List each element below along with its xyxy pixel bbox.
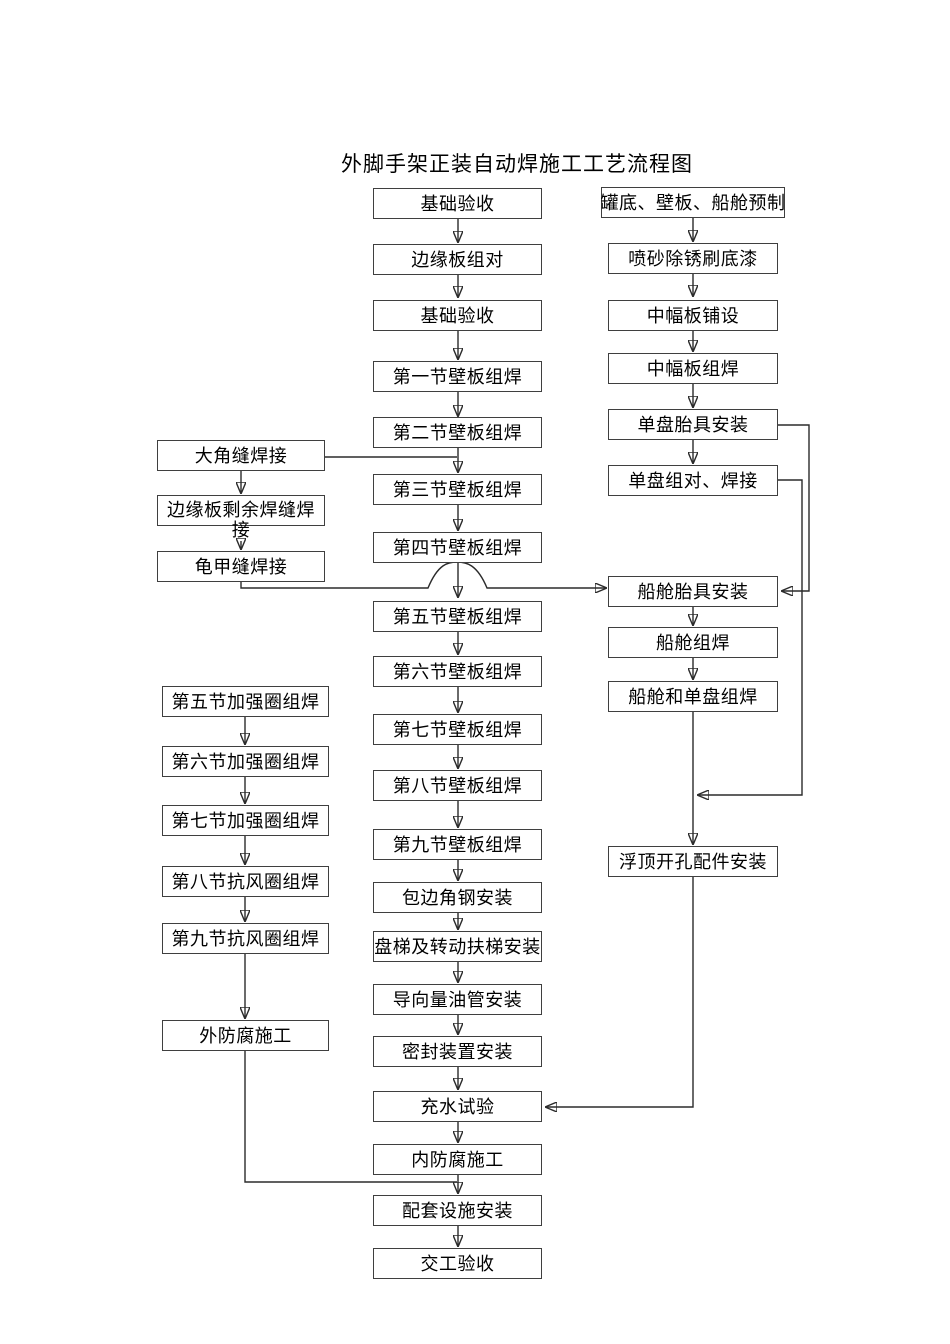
- flow-node-center-12: 第九节壁板组焊: [373, 829, 542, 860]
- connector-ext-anticorrosion-tee: [244, 1051, 457, 1183]
- flow-node-center-5: 第二节壁板组焊: [373, 417, 542, 448]
- flow-node-right-6: 单盘组对、焊接: [608, 465, 778, 496]
- diagram-title: 外脚手架正装自动焊施工工艺流程图: [341, 152, 693, 176]
- flow-node-left-bottom-2: 第六节加强圈组焊: [162, 746, 329, 777]
- flow-node-left-bottom-4: 第八节抗风圈组焊: [162, 866, 329, 897]
- flow-node-right-4: 中幅板组焊: [608, 353, 778, 384]
- connector: [546, 877, 694, 1107]
- flow-node-right-1: 罐底、壁板、船舱预制: [601, 187, 785, 218]
- flow-node-left-bottom-6: 外防腐施工: [162, 1020, 329, 1051]
- flow-node-center-8: 第五节壁板组焊: [373, 601, 542, 632]
- flow-node-left-top-3: 龟甲缝焊接: [157, 551, 325, 582]
- flow-node-center-2: 边缘板组对: [373, 244, 542, 275]
- flow-node-left-bottom-5: 第九节抗风圈组焊: [162, 923, 329, 954]
- flow-node-center-18: 内防腐施工: [373, 1144, 542, 1175]
- flow-node-left-top-2: 边缘板剩余焊缝焊接: [157, 495, 325, 540]
- flow-node-center-14: 盘梯及转动扶梯安装: [373, 931, 542, 962]
- flow-node-center-9: 第六节壁板组焊: [373, 656, 542, 687]
- flow-node-right-7: 船舱胎具安装: [608, 576, 778, 607]
- flow-node-center-13: 包边角钢安装: [373, 882, 542, 913]
- flow-node-center-7: 第四节壁板组焊: [373, 532, 542, 563]
- flow-node-center-17: 充水试验: [373, 1091, 542, 1122]
- flow-node-left-top-1: 大角缝焊接: [157, 440, 325, 471]
- flow-node-right-8: 船舱组焊: [608, 627, 778, 658]
- connector-pan-weld-to-floating-roof: [698, 479, 803, 795]
- right-column-arrows: [546, 218, 810, 1107]
- flow-node-right-10: 浮顶开孔配件安装: [608, 846, 778, 877]
- flow-node-center-4: 第一节壁板组焊: [373, 361, 542, 392]
- flow-node-center-6: 第三节壁板组焊: [373, 474, 542, 505]
- flow-node-center-19: 配套设施安装: [373, 1195, 542, 1226]
- flow-node-right-2: 喷砂除锈刷底漆: [608, 243, 778, 274]
- flow-node-center-1: 基础验收: [373, 188, 542, 219]
- flow-node-center-20: 交工验收: [373, 1248, 542, 1279]
- flow-node-left-bottom-3: 第七节加强圈组焊: [162, 805, 329, 836]
- flow-node-right-9: 船舱和单盘组焊: [608, 681, 778, 712]
- plain-tee-lines: [244, 456, 457, 1183]
- flow-node-left-bottom-1: 第五节加强圈组焊: [162, 686, 329, 717]
- connector-pan-jig-to-cabin-jig: [778, 424, 810, 591]
- flow-node-right-5: 单盘胎具安装: [608, 409, 778, 440]
- flow-node-center-11: 第八节壁板组焊: [373, 770, 542, 801]
- flow-node-center-10: 第七节壁板组焊: [373, 714, 542, 745]
- flow-node-center-15: 导向量油管安装: [373, 984, 542, 1015]
- flow-node-center-3: 基础验收: [373, 300, 542, 331]
- flow-node-center-16: 密封装置安装: [373, 1036, 542, 1067]
- flow-node-right-3: 中幅板铺设: [608, 300, 778, 331]
